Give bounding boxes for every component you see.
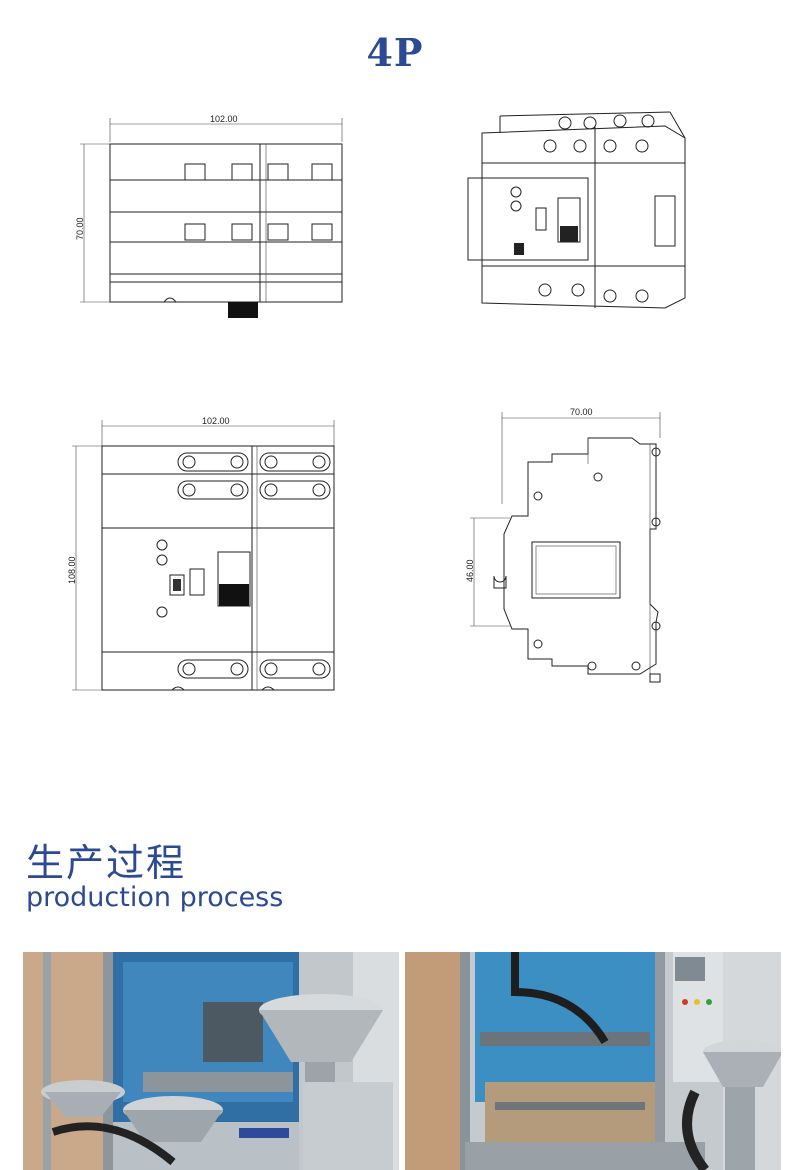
section-title-cn: 生产过程 — [26, 841, 187, 885]
production-photo-left — [23, 952, 399, 1170]
front-view-width-dimension: 102.00 — [202, 416, 230, 426]
side-view-width-dimension: 70.00 — [570, 407, 593, 417]
iso-view-drawing — [467, 111, 686, 309]
front-view-drawing: 102.00 108.00 — [67, 416, 335, 691]
top-view-drawing: 102.00 70.00 — [75, 114, 343, 318]
side-view-drawing: 70.00 46.00 — [465, 407, 661, 683]
top-view-width-dimension: 102.00 — [210, 114, 238, 124]
section-title-en: production process — [26, 882, 284, 913]
page-title: 4P — [366, 30, 424, 75]
side-view-height-dimension: 46.00 — [465, 559, 475, 582]
top-view-height-dimension: 70.00 — [75, 217, 85, 240]
production-photo-right — [405, 952, 781, 1170]
front-view-height-dimension: 108.00 — [67, 556, 77, 584]
